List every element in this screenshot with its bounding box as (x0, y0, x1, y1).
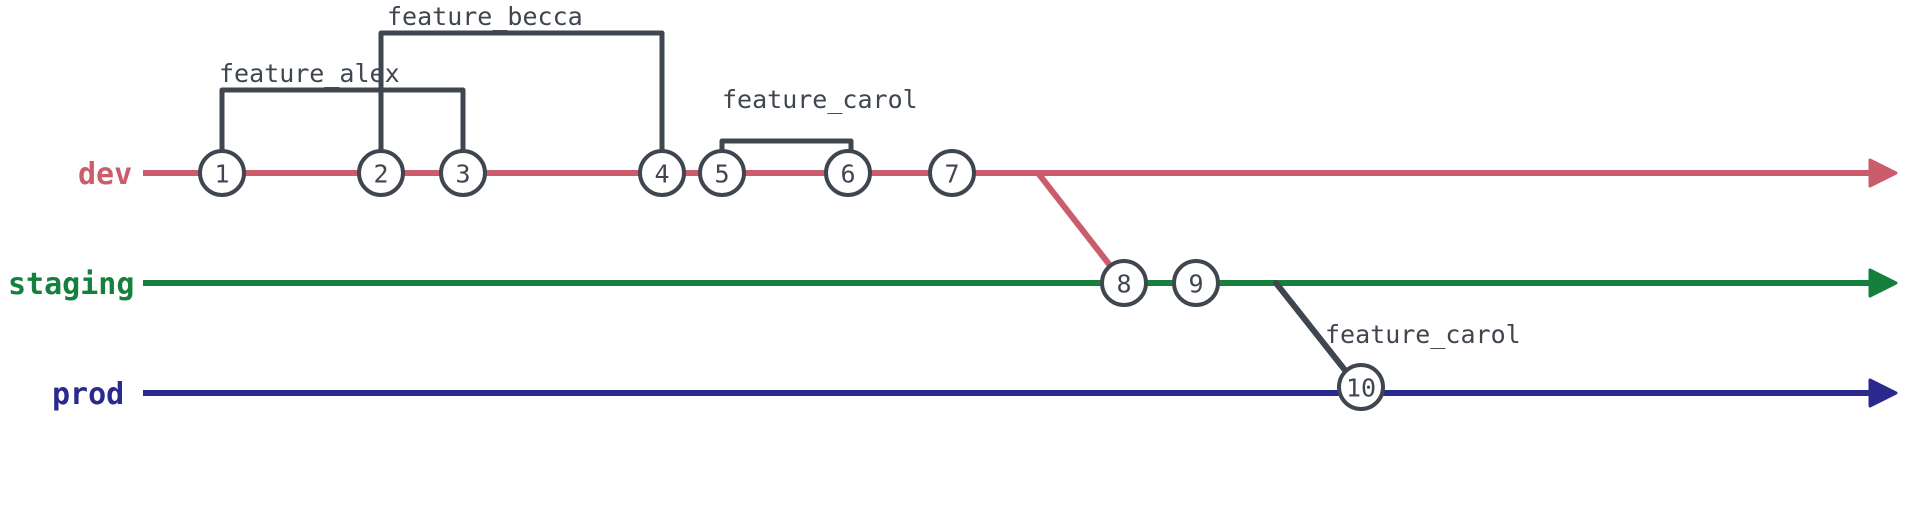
commit-circle-9[interactable] (1172, 259, 1220, 307)
commit-circle-1[interactable] (198, 149, 246, 197)
commit-label-2: 2 (373, 160, 388, 189)
commit-node-8[interactable]: 8 (1100, 259, 1148, 307)
arrowhead-prod (1868, 378, 1898, 408)
merge-label-staging-to-prod: feature_carol (1325, 320, 1521, 349)
commit-label-10: 10 (1346, 374, 1376, 403)
commit-circle-3[interactable] (439, 149, 487, 197)
commit-circle-2[interactable] (357, 149, 405, 197)
commit-label-6: 6 (840, 160, 855, 189)
commit-label-1: 1 (214, 160, 229, 189)
commit-label-8: 8 (1116, 270, 1131, 299)
commit-node-6[interactable]: 6 (824, 149, 872, 197)
feature-bracket-feature_becca: feature_becca (378, 2, 665, 176)
feature-label-feature_becca: feature_becca (387, 2, 583, 31)
bracket-path-feature_becca (378, 30, 665, 176)
commit-node-2[interactable]: 2 (357, 149, 405, 197)
branch-label-dev: dev (78, 157, 132, 192)
commit-node-7[interactable]: 7 (928, 149, 976, 197)
commit-circle-8[interactable] (1100, 259, 1148, 307)
commit-label-9: 9 (1188, 270, 1203, 299)
bracket-path-feature_alex (219, 87, 466, 176)
commit-circle-5[interactable] (698, 149, 746, 197)
merge-staging-to-prod: feature_carol (1273, 280, 1521, 377)
commit-label-7: 7 (944, 160, 959, 189)
commit-label-3: 3 (455, 160, 470, 189)
commit-node-1[interactable]: 1 (198, 149, 246, 197)
commit-node-5[interactable]: 5 (698, 149, 746, 197)
commit-label-5: 5 (714, 160, 729, 189)
arrowhead-dev (1868, 158, 1898, 188)
commit-label-4: 4 (654, 160, 669, 189)
commit-circle-4[interactable] (638, 149, 686, 197)
branch-dev: dev (78, 157, 1898, 192)
branch-label-staging: staging (8, 267, 134, 302)
branch-staging: staging (8, 267, 1898, 302)
feature-label-feature_carol: feature_carol (722, 85, 918, 114)
commit-node-3[interactable]: 3 (439, 149, 487, 197)
branch-label-prod: prod (52, 377, 124, 412)
feature-label-feature_alex: feature_alex (219, 59, 400, 88)
commit-circle-6[interactable] (824, 149, 872, 197)
commit-circle-10[interactable] (1337, 363, 1385, 411)
commit-circle-7[interactable] (928, 149, 976, 197)
commit-node-4[interactable]: 4 (638, 149, 686, 197)
merge-dev-to-staging (1035, 170, 1115, 271)
branch-prod: prod (52, 377, 1898, 412)
arrowhead-staging (1868, 268, 1898, 298)
merge-line-dev-to-staging (1035, 170, 1115, 271)
commit-node-9[interactable]: 9 (1172, 259, 1220, 307)
feature-bracket-feature_alex: feature_alex (219, 59, 466, 176)
feature-bracket-feature_carol: feature_carol (719, 85, 918, 176)
commit-node-10[interactable]: 10 (1337, 363, 1385, 411)
merge-line-staging-to-prod (1273, 280, 1351, 377)
